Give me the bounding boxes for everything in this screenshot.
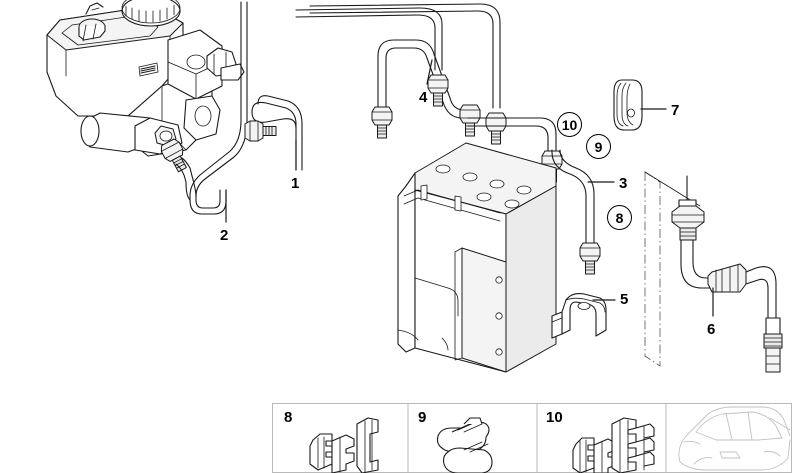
- callout-label-5: 5: [620, 291, 629, 308]
- callout-leaders: [225, 59, 714, 317]
- callout-label-8-circled: 8: [607, 205, 632, 230]
- brake-pipe-1-path: [244, 95, 303, 171]
- abs-hydraulic-unit: [397, 142, 557, 373]
- detail-panel-number-9: 9: [418, 409, 427, 426]
- master-cylinder-assembly: [46, 0, 245, 157]
- detail-panel-number-8: 8: [284, 409, 293, 426]
- callout-label-2: 2: [220, 227, 229, 244]
- callout-label-3: 3: [619, 175, 628, 192]
- callout-label-4: 4: [419, 89, 428, 106]
- brake-pipe-clip-detail-9: [436, 417, 493, 473]
- mounting-bracket-5: [551, 293, 607, 339]
- brake-hose-6: [671, 175, 783, 373]
- brake-pipe-4-path: [371, 39, 481, 139]
- vehicle-silhouette: [678, 406, 791, 471]
- callout-label-1: 1: [291, 175, 300, 192]
- brake-pipe-upper-long-paths: [295, 3, 563, 183]
- detail-panel-number-10: 10: [546, 409, 563, 426]
- detail-panel: [272, 403, 792, 473]
- callout-label-9-circled: 9: [586, 134, 611, 159]
- callout-label-10-circled: 10: [557, 112, 582, 137]
- callout-label-6: 6: [707, 321, 716, 338]
- brake-pipe-3-path: [551, 149, 601, 275]
- callout-label-7: 7: [671, 102, 680, 119]
- rubber-grommet-7: [613, 79, 643, 131]
- brake-pipe-clip-detail-10: [572, 417, 655, 473]
- brake-pipe-clip-detail-8: [309, 417, 379, 473]
